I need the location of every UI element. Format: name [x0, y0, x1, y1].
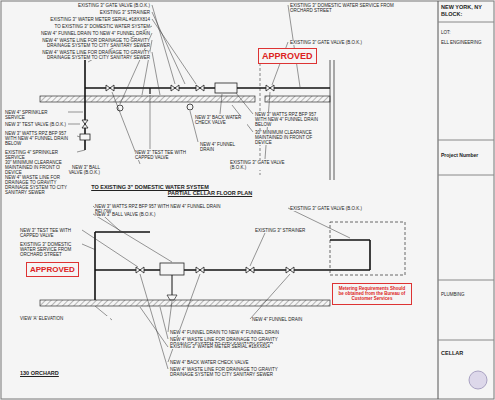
title-block-text: PLUMBING — [441, 292, 493, 297]
callout-note: EXISTING 3" GATE VALVE (B.O.K.) — [290, 206, 402, 211]
callout-note: 30" MINIMUM CLEARANCE MAINTAINED IN FRON… — [255, 130, 327, 145]
callout-note: NEW 3" BACK WATER CHECK VALVE — [195, 115, 247, 125]
title-block-text: LOT: — [441, 30, 493, 35]
approval-stamp: APPROVED — [258, 48, 317, 64]
callout-note: NEW 3" WATTS RPZ BFP 957 WITH NEW 4" FUN… — [5, 131, 76, 146]
callout-note: NEW 4" SPRINKLER SERVICE — [5, 110, 67, 120]
title-block-text: BLOCK: — [441, 11, 493, 17]
view-title: PARTIAL CELLAR FLOOR PLAN — [150, 191, 270, 196]
approval-stamp: APPROVED — [26, 262, 79, 277]
callout-note: NEW 4" WASTE LINE FOR DRAINAGE TO GRAVIT… — [40, 50, 150, 60]
callout-note: EXISTING 3" STRAINER — [255, 228, 327, 233]
title-block-text: ELL ENGINEERING — [441, 40, 493, 45]
stamp-text: APPROVED — [262, 51, 313, 61]
title-block-text: NEW YORK, NY — [441, 4, 493, 10]
callout-note: VIEW 'A' ELEVATION — [20, 316, 110, 321]
callout-note: EXISTING 3" GATE VALVE (B.O.K.) — [290, 40, 410, 45]
stamp-text: Metering Requirements Should be obtained… — [336, 286, 408, 302]
callout-note: EXISTING 3" DOMESTIC WATER SERVICE FROM … — [290, 3, 410, 13]
callout-note: EXISTING 3" WATER METER SERIAL #18XX814 — [40, 17, 150, 22]
callout-note: NEW 4" WASTE LINE FOR DRAINAGE TO GRAVIT… — [5, 175, 80, 195]
callout-note: NEW 4" FUNNEL DRAIN TO NEW 4" FUNNEL DRA… — [170, 330, 290, 335]
callout-note: NEW 4" WASTE LINE FOR DRAINAGE TO GRAVIT… — [170, 367, 290, 377]
stamp-text: APPROVED — [30, 265, 75, 274]
callout-note: EXISTING 3" STRAINER — [40, 10, 150, 15]
callout-note: NEW 3" TEST VALVE (B.O.K.) — [5, 122, 67, 127]
callout-note: NEW 3" TEST TEE WITH CAPPED VALVE — [135, 150, 197, 160]
callout-note: NEW 3" WATTS RPZ BFP 957 WITH NEW 4" FUN… — [255, 112, 327, 127]
title-block-text: Project Number — [441, 152, 493, 158]
callout-note: 130 ORCHARD — [20, 370, 110, 376]
callout-note: NEW 4" FUNNEL DRAIN — [200, 142, 250, 152]
callout-note: TO EXISTING 3" DOMESTIC WATER SYSTEM — [40, 24, 150, 29]
callout-note: NEW 3" TEST TEE WITH CAPPED VALVE — [20, 228, 82, 238]
callout-note: EXISTING 3" GATE VALVE (B.O.K.) — [40, 3, 150, 8]
callout-note: NEW 4" WASTE LINE FOR DRAINAGE TO GRAVIT… — [40, 38, 150, 48]
callout-note: NEW 4" FUNNEL DRAIN TO NEW 4" FUNNEL DRA… — [40, 31, 150, 36]
callout-note: NEW 4" FUNNEL DRAIN — [252, 317, 312, 322]
metering-note-box: Metering Requirements Should be obtained… — [332, 283, 412, 305]
callout-note: NEW 3" BALL VALVE (B.O.K.) — [95, 212, 195, 217]
callout-note: NEW 3" BALL VALVE (B.O.K.) — [60, 165, 100, 175]
callout-note: EXISTING 3" WATER METER SERIAL #18XX814 — [170, 344, 290, 349]
callout-note: EXISTING 4" SPRINKLER SERVICE — [5, 150, 76, 160]
callout-note: EXISTING 3" DOMESTIC WATER SERVICE FROM … — [20, 242, 82, 257]
callout-note: NEW 4" BACK WATER CHECK VALVE — [170, 360, 290, 365]
callout-note: EXISTING 3" GATE VALVE (B.O.K.) — [230, 160, 300, 170]
callout-note: TO EXISTING 3" DOMESTIC WATER SYSTEM — [90, 184, 210, 190]
title-block-text: CELLAR — [441, 350, 493, 356]
